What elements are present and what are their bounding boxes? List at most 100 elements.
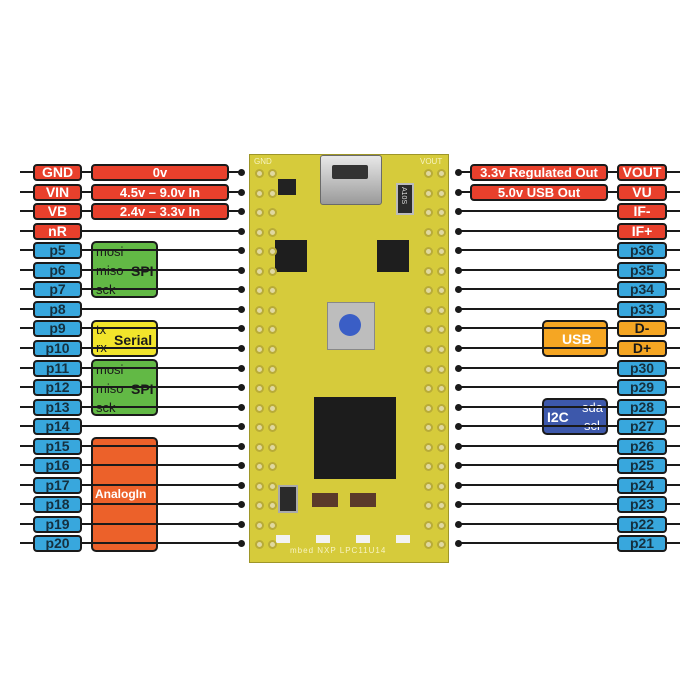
left-pin-dot: [238, 267, 245, 274]
right-pin-dot: [455, 404, 462, 411]
pin-hole: [437, 286, 446, 295]
pin-hole: [437, 404, 446, 413]
pin-hole: [437, 482, 446, 491]
crystal: [396, 183, 414, 215]
pin-hole: [437, 169, 446, 178]
right-pin-label-ifx: IF+: [617, 223, 667, 240]
right-pin-dot: [455, 521, 462, 528]
left-pin-line: [20, 523, 242, 525]
left-pin-dot: [238, 189, 245, 196]
left-pin-line: [20, 425, 242, 427]
pin-hole: [424, 462, 433, 471]
left-pin-dot: [238, 462, 245, 469]
right-pin-dot: [455, 208, 462, 215]
reset-button[interactable]: [339, 314, 361, 336]
left-pin-dot: [238, 306, 245, 313]
pin-hole: [255, 365, 264, 374]
left-pin-dot: [238, 501, 245, 508]
pin-hole: [268, 345, 277, 354]
right-pin-line: [458, 269, 680, 271]
pin-hole: [424, 365, 433, 374]
right-pin-label-p24: p24: [617, 477, 667, 494]
left-pin-label-p19: p19: [33, 516, 82, 533]
left-pin-label-p9: p9: [33, 320, 82, 337]
right-pin-dot: [455, 228, 462, 235]
pin-hole: [424, 384, 433, 393]
silkscreen-label: mbed NXP LPC11U14: [290, 546, 387, 555]
left-pin-label-p12: p12: [33, 379, 82, 396]
left-pin-dot: [238, 208, 245, 215]
left-pin-line: [20, 484, 242, 486]
mbed-board: mbed NXP LPC11U14 GND VOUT A10S: [249, 154, 449, 563]
i2c-title: I2C: [547, 409, 569, 425]
left-pin-label-p17: p17: [33, 477, 82, 494]
pin-hole: [437, 345, 446, 354]
pin-hole: [268, 501, 277, 510]
chip-label: A10S: [400, 187, 407, 205]
pin-hole: [255, 462, 264, 471]
left-pin-label-gnd: GND: [33, 164, 82, 181]
pin-hole: [255, 306, 264, 315]
right-pin-line: [458, 230, 680, 232]
right-pin-dot: [455, 365, 462, 372]
pin-hole: [255, 325, 264, 334]
pin-hole: [268, 521, 277, 530]
serial-group: tx rx Serial: [91, 320, 158, 357]
pin-hole: [255, 345, 264, 354]
pin-hole: [255, 501, 264, 510]
right-pin-label-p33: p33: [617, 301, 667, 318]
pin-hole: [268, 423, 277, 432]
left-pin-line: [20, 347, 242, 349]
spi2-miso-label: miso: [96, 381, 124, 396]
pin-hole: [424, 501, 433, 510]
left-pin-label-p16: p16: [33, 457, 82, 474]
pin-hole: [268, 208, 277, 217]
left-pin-dot: [238, 423, 245, 430]
pin-hole: [268, 228, 277, 237]
pin-hole: [255, 521, 264, 530]
analogin-group: AnalogIn: [91, 437, 158, 552]
spi-miso-label: miso: [96, 264, 123, 278]
pin-hole: [424, 189, 433, 198]
pin-hole: [255, 540, 264, 549]
right-power-desc: 5.0v USB Out: [470, 184, 608, 201]
right-pin-label-p28: p28: [617, 399, 667, 416]
right-pin-line: [458, 406, 680, 408]
usb-group: USB: [542, 320, 608, 357]
right-pin-label-p35: p35: [617, 262, 667, 279]
right-pin-label-dx: D+: [617, 340, 667, 357]
right-pin-line: [458, 445, 680, 447]
usb-connector-slot: [332, 165, 368, 179]
pin-hole: [437, 384, 446, 393]
pin-hole: [268, 540, 277, 549]
pin-hole: [437, 247, 446, 256]
pin-hole: [424, 423, 433, 432]
left-pin-label-p7: p7: [33, 281, 82, 298]
pin-hole: [255, 228, 264, 237]
pin-hole: [268, 462, 277, 471]
right-pin-dot: [455, 286, 462, 293]
pin-hole: [437, 267, 446, 276]
usb-title: USB: [562, 331, 592, 347]
right-pin-line: [458, 288, 680, 290]
pin-hole: [268, 482, 277, 491]
right-pin-label-p22: p22: [617, 516, 667, 533]
silkscreen-vout: VOUT: [420, 157, 443, 166]
spi2-title: SPI: [131, 381, 154, 397]
left-pin-dot: [238, 228, 245, 235]
pin-hole: [255, 384, 264, 393]
left-pin-label-p6: p6: [33, 262, 82, 279]
right-pin-line: [458, 542, 680, 544]
left-pin-label-p18: p18: [33, 496, 82, 513]
right-pin-dot: [455, 482, 462, 489]
pin-hole: [255, 443, 264, 452]
pin-hole: [424, 267, 433, 276]
right-pin-line: [458, 425, 680, 427]
pin-hole: [268, 443, 277, 452]
left-pin-line: [20, 445, 242, 447]
pin-hole: [424, 345, 433, 354]
pin-hole: [255, 208, 264, 217]
pin-hole: [268, 306, 277, 315]
pin-hole: [268, 365, 277, 374]
